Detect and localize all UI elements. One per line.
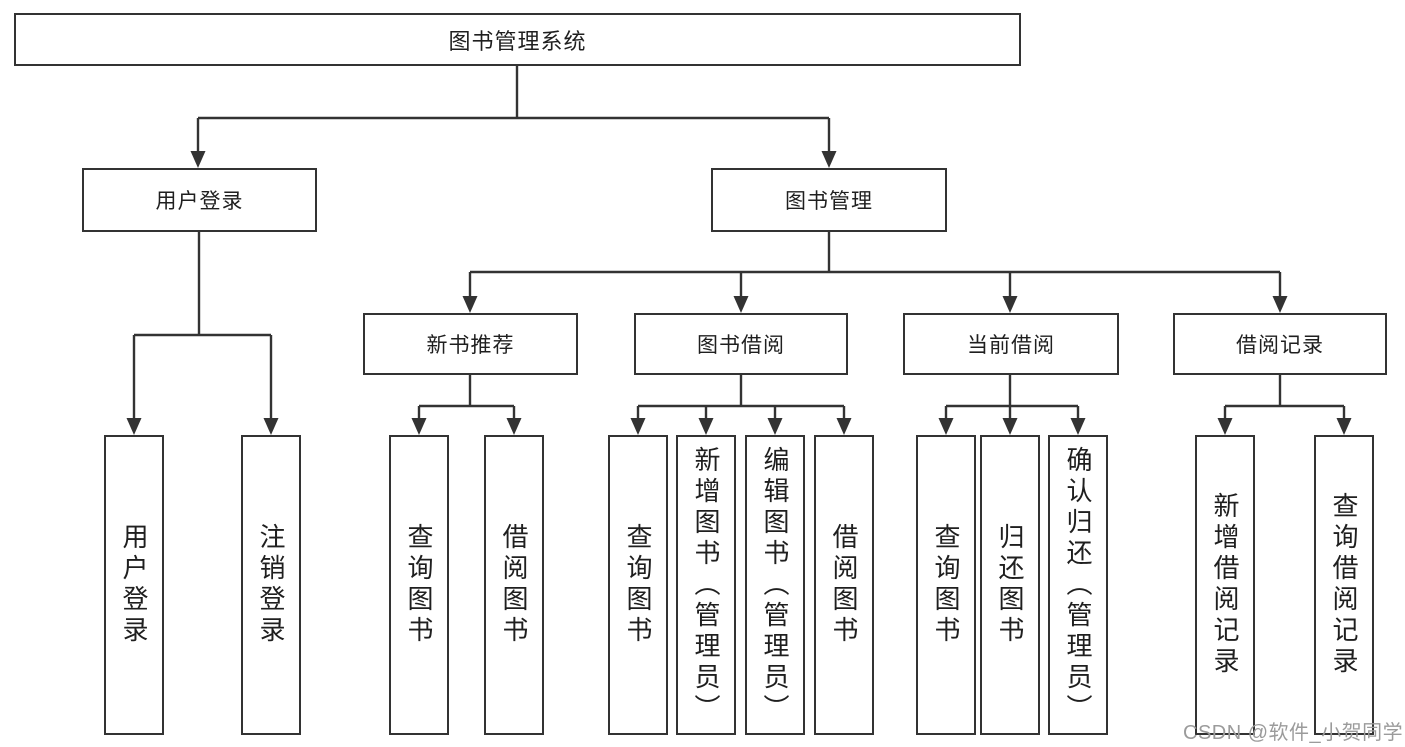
leaf-user-login: 用户登录 [104,435,164,735]
connector-book-borrowing-to-leaves [630,375,852,435]
node-new-book-recommendation: 新书推荐 [363,313,578,375]
leaf-add-books-admin: 新增图书（管理员） [676,435,736,735]
connector-book-management-to-level2 [462,232,1288,313]
leaf-confirm-return-admin: 确认归还（管理员） [1048,435,1108,735]
node-library-management-system: 图书管理系统 [14,13,1021,66]
node-book-management: 图书管理 [711,168,947,232]
connector-user-login-to-leaves [126,232,279,435]
node-current-borrowing: 当前借阅 [903,313,1119,375]
leaf-borrow-books-recommend: 借阅图书 [484,435,544,735]
leaf-query-books-recommend: 查询图书 [389,435,449,735]
node-user-login: 用户登录 [82,168,317,232]
connector-new-book-recommendation-to-leaves [411,375,522,435]
connector-root-to-level1 [190,66,837,168]
leaf-edit-books-admin: 编辑图书（管理员） [745,435,805,735]
node-book-borrowing: 图书借阅 [634,313,848,375]
leaf-query-books-current: 查询图书 [916,435,976,735]
leaf-logout: 注销登录 [241,435,301,735]
watermark-text: CSDN @软件_小贺同学 [1183,722,1404,744]
connector-borrowing-records-to-leaves [1217,375,1352,435]
leaf-borrow-books-borrowing: 借阅图书 [814,435,874,735]
leaf-query-borrow-record: 查询借阅记录 [1314,435,1374,735]
leaf-add-borrow-record: 新增借阅记录 [1195,435,1255,735]
leaf-query-books-borrowing: 查询图书 [608,435,668,735]
leaf-return-books: 归还图书 [980,435,1040,735]
connector-current-borrowing-to-leaves [938,375,1086,435]
node-borrowing-records: 借阅记录 [1173,313,1387,375]
